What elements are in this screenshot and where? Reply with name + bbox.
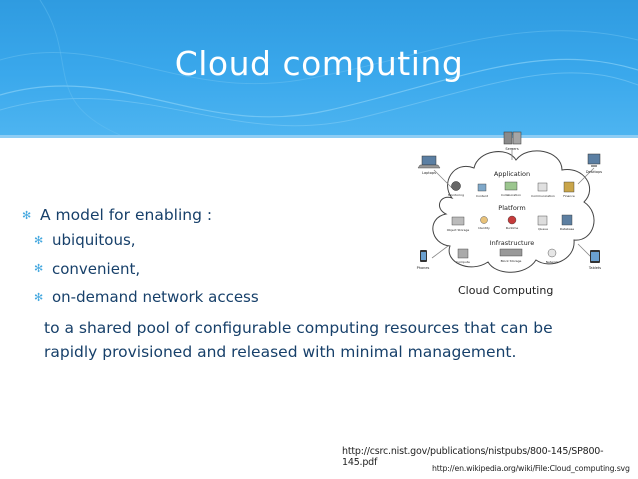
header-divider xyxy=(0,135,638,138)
tablets-label: Tablets xyxy=(588,266,601,270)
desktops-label: Desktops xyxy=(586,170,602,174)
object-storage-icon xyxy=(451,216,465,226)
application-layer-label: Application xyxy=(494,170,530,178)
platform-item-label: Runtime xyxy=(506,226,519,230)
source-link-nist[interactable]: http://csrc.nist.gov/publications/nistpu… xyxy=(342,446,604,468)
snowflake-bullet-icon: ✻ xyxy=(34,262,44,276)
bullet-list: ✻ A model for enabling : ✻ ubiquitous, ✻… xyxy=(22,204,582,364)
snowflake-bullet-icon: ✻ xyxy=(22,208,32,222)
phone-icon xyxy=(420,250,427,262)
header-swirl-decoration xyxy=(0,0,638,135)
sub-bullet-list: ✻ ubiquitous, ✻ convenient, ✻ on-demand … xyxy=(34,226,582,312)
platform-item-label: Object Storage xyxy=(447,228,470,232)
slide-header: Cloud computing xyxy=(0,0,638,135)
tablet-icon xyxy=(590,250,600,263)
desktop-icon xyxy=(587,153,601,167)
sub-bullet-item: ✻ convenient, xyxy=(34,255,582,284)
platform-item-label: Queue xyxy=(538,227,548,231)
bullet-main-text: A model for enabling : xyxy=(40,206,213,224)
collaboration-icon xyxy=(504,181,518,191)
app-item-label: Monitoring xyxy=(448,193,464,197)
platform-item-label: Database xyxy=(560,227,574,231)
infra-item-label: Network xyxy=(546,260,559,264)
servers-label: Servers xyxy=(505,147,518,151)
database-icon xyxy=(561,214,573,226)
app-item-label: Finance xyxy=(563,194,575,198)
app-item-label: Content xyxy=(476,194,489,198)
finance-icon xyxy=(563,181,575,193)
infra-item-label: Block Storage xyxy=(501,259,522,263)
monitoring-icon xyxy=(451,181,461,191)
platform-item-label: Identity xyxy=(478,226,490,230)
identity-icon xyxy=(480,216,488,224)
laptop-icon xyxy=(417,155,441,169)
block-storage-icon xyxy=(499,248,523,257)
laptops-label: Laptops xyxy=(422,171,436,175)
sub-bullet-text: convenient, xyxy=(52,259,141,278)
sub-bullet-item: ✻ on-demand network access xyxy=(34,283,582,312)
cloud-diagram-svg: Servers Laptops Desktops Phones Tablets … xyxy=(417,131,602,273)
slide-title: Cloud computing xyxy=(174,44,464,83)
diagram-caption: Cloud Computing xyxy=(458,284,554,297)
infra-item-label: Compute xyxy=(456,260,470,264)
compute-icon xyxy=(457,248,469,259)
snowflake-bullet-icon: ✻ xyxy=(34,233,44,247)
content-icon xyxy=(477,183,487,192)
snowflake-bullet-icon: ✻ xyxy=(34,290,44,304)
bullet-main: ✻ A model for enabling : xyxy=(22,204,582,226)
app-item-label: Communication xyxy=(531,194,555,198)
phones-label: Phones xyxy=(417,266,430,270)
servers-icon xyxy=(503,131,522,145)
app-item-label: Collaboration xyxy=(501,193,521,197)
queue-icon xyxy=(537,215,548,226)
network-icon xyxy=(547,248,557,258)
communication-icon xyxy=(537,182,548,192)
bullet-continuation: to a shared pool of configurable computi… xyxy=(44,318,553,361)
sub-bullet-text: ubiquitous, xyxy=(52,231,136,250)
cloud-computing-diagram: Servers Laptops Desktops Phones Tablets … xyxy=(412,128,612,298)
sub-bullet-item: ✻ ubiquitous, xyxy=(34,226,582,255)
platform-layer-label: Platform xyxy=(498,204,525,212)
infrastructure-layer-label: Infrastructure xyxy=(490,239,534,247)
runtime-icon xyxy=(507,215,517,225)
sub-bullet-text: on-demand network access xyxy=(52,288,259,307)
source-link-wikipedia[interactable]: http://en.wikipedia.org/wiki/File:Cloud_… xyxy=(432,464,630,473)
